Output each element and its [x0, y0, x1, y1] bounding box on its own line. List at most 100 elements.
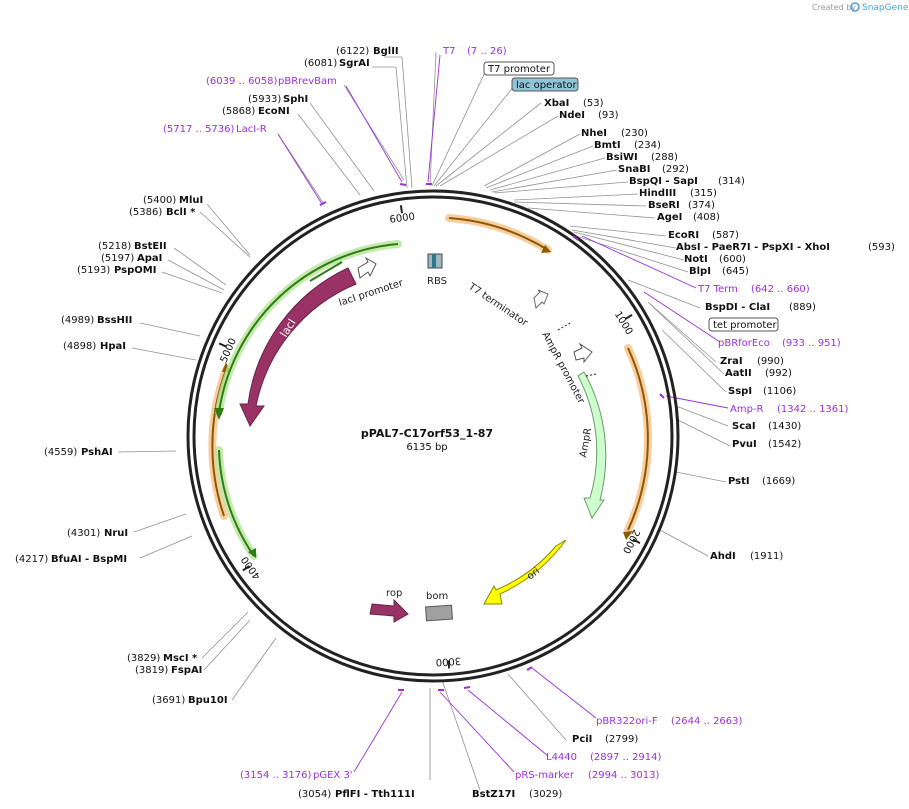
enzyme-name: BglII	[373, 46, 399, 57]
enzyme-name: BssHII	[97, 315, 132, 326]
primer-range: (1342 .. 1361)	[777, 404, 849, 415]
ring-tick-mark	[218, 342, 227, 348]
primer-name: LacI-R	[236, 124, 267, 135]
snapgene-watermark: Created by SnapGene	[812, 2, 909, 13]
enzyme-pos: (990)	[757, 356, 784, 367]
enzyme-name: EcoNI	[258, 106, 290, 117]
enzyme-name: SgrAI	[339, 58, 370, 69]
primer-labels: T7 (7 .. 26) (6039 .. 6058) pBRrevBam (5…	[163, 46, 849, 781]
primer-sites	[319, 183, 665, 691]
primer-name: T7 Term	[697, 284, 738, 295]
enzyme-pos: (587)	[712, 230, 739, 241]
enzyme-pos: (6122)	[336, 46, 369, 57]
enzyme-name: HpaI	[100, 341, 126, 352]
green-feature-tick	[309, 261, 343, 282]
enzyme-pos: (4559)	[44, 447, 77, 458]
lac-operator-box	[511, 77, 579, 92]
primer-name: T7	[442, 46, 455, 57]
enzyme-name: BstEII	[134, 241, 167, 252]
orange-feature-right-line	[627, 347, 649, 531]
enzyme-pos: (992)	[765, 368, 792, 379]
leader-lines	[117, 51, 731, 791]
rbs-label: RBS	[427, 276, 447, 287]
enzyme-name: PvuI	[732, 439, 757, 450]
ring-tick-mark	[624, 314, 633, 320]
enzyme-name: BlpI	[689, 266, 711, 277]
primer-range: (2897 .. 2914)	[590, 752, 662, 763]
green-feature-lower	[215, 446, 258, 560]
enzyme-name: NheI	[581, 128, 607, 139]
enzyme-pos: (314)	[718, 176, 745, 187]
enzyme-pos: (4898)	[63, 341, 96, 352]
enzyme-pos: (315)	[690, 188, 717, 199]
enzyme-name: BspQI - SapI	[629, 176, 698, 187]
backbone-outer-ring	[186, 189, 680, 683]
ampr-promoter-mark	[557, 321, 573, 331]
enzyme-name: ZraI	[720, 356, 743, 367]
enzyme-name: MluI	[179, 195, 203, 206]
t7-terminator-arrow	[533, 289, 549, 310]
enzyme-pos: (645)	[722, 266, 749, 277]
primer-name: pBRrevBam	[278, 76, 337, 87]
enzyme-pos: (5400)	[143, 195, 176, 206]
primer-range: (2644 .. 2663)	[671, 716, 743, 727]
ampr-promoter-arrow	[573, 342, 593, 364]
bom-label: bom	[426, 591, 448, 602]
enzyme-pos: (600)	[719, 254, 746, 265]
primer-name: pRS-marker	[515, 770, 575, 781]
enzyme-pos: (6081)	[304, 58, 337, 69]
ring-tick-label: 6000	[389, 211, 416, 225]
backbone-inner-ring	[192, 195, 674, 677]
enzyme-name: BsiWI	[606, 152, 638, 163]
ampr-label: AmpR	[578, 427, 594, 458]
enzyme-name: SnaBI	[618, 164, 650, 175]
enzyme-name: NotI	[684, 254, 708, 265]
arrow-head-icon	[214, 408, 224, 420]
enzymes-left: (6122) BglII (6081) SgrAI (5933) SphI (5…	[15, 46, 415, 800]
enzyme-name: AgeI	[657, 212, 682, 223]
rop-feature	[369, 598, 409, 623]
ori-feature	[483, 539, 567, 605]
primer-range: (642 .. 660)	[751, 284, 810, 295]
enzyme-name: ApaI	[137, 253, 162, 264]
t7-promoter-label: T7 promoter	[487, 64, 551, 75]
green-feature-upper-line	[218, 243, 399, 413]
primer-range: (933 .. 951)	[782, 338, 841, 349]
t7-promoter-box	[483, 61, 555, 76]
enzyme-pos: (5868)	[222, 106, 255, 117]
enzyme-name: NruI	[104, 528, 128, 539]
enzyme-name: BstZ17I	[472, 789, 515, 800]
enzyme-pos: (5386)	[129, 207, 162, 218]
enzyme-pos: (3691)	[152, 695, 185, 706]
enzyme-name: BseRI	[648, 200, 680, 211]
enzyme-name: XbaI	[544, 98, 569, 109]
tet-promoter-box	[708, 317, 779, 332]
enzyme-pos: (93)	[598, 110, 619, 121]
enzyme-pos: (1430)	[768, 421, 801, 432]
enzyme-pos: (292)	[662, 164, 689, 175]
ampr-feature	[577, 371, 607, 520]
enzyme-pos: (5197)	[101, 253, 134, 264]
tet-promoter-label: tet promoter	[713, 320, 777, 331]
enzyme-name: SspI	[728, 386, 752, 397]
snapgene-logo-icon	[850, 2, 860, 12]
plasmid-length: 6135 bp	[406, 442, 447, 453]
enzyme-name: PstI	[728, 476, 750, 487]
enzyme-name: PflFI - Tth111I	[335, 789, 415, 800]
ring-tick-mark	[447, 660, 451, 669]
enzyme-pos: (1911)	[750, 551, 783, 562]
ring-tick-label: 1000	[612, 310, 635, 337]
enzyme-pos: (230)	[621, 128, 648, 139]
enzyme-pos: (234)	[634, 140, 661, 151]
enzyme-pos: (4301)	[67, 528, 100, 539]
enzyme-name: SphI	[283, 94, 308, 105]
enzyme-pos: (288)	[651, 152, 678, 163]
enzyme-pos: (1106)	[763, 386, 796, 397]
enzyme-pos: (4217)	[15, 554, 48, 565]
ring-tick-mark	[399, 205, 403, 214]
primer-name: Amp-R	[730, 404, 764, 415]
arrow-head-icon	[541, 245, 551, 253]
enzyme-name: PshAI	[81, 447, 113, 458]
enzyme-name: FspAI	[171, 665, 202, 676]
enzyme-name: BmtI	[594, 140, 621, 151]
